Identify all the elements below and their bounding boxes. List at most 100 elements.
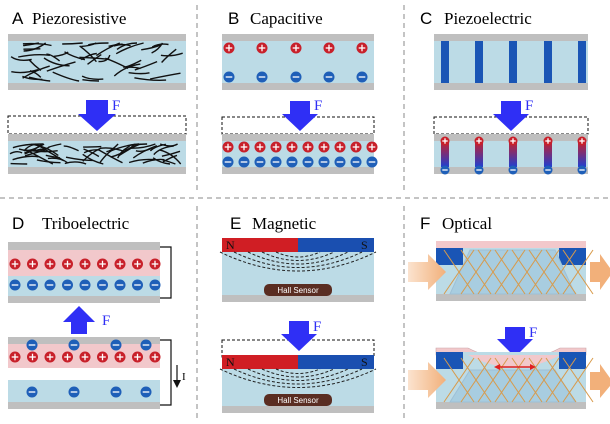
positive-charge: [286, 141, 298, 153]
fiber: [63, 145, 79, 152]
force-arrow: F: [493, 98, 533, 131]
tribo-contact-state: [8, 242, 172, 303]
fiber: [106, 143, 119, 153]
light-ray: [443, 357, 475, 403]
positive-charge: [543, 136, 553, 146]
negative-charge: [26, 339, 38, 351]
positive-charge: [323, 42, 335, 54]
compressed-fibers: [9, 143, 182, 165]
panel-letter: E: [230, 214, 241, 233]
capacitor-top: [222, 34, 374, 90]
fiber: [135, 147, 154, 153]
light-ray: [494, 357, 526, 403]
negative-charge: [334, 156, 346, 168]
positive-charge: [223, 42, 235, 54]
positive-charge: [474, 136, 484, 146]
fiber: [65, 156, 93, 162]
negative-charge: [440, 165, 450, 175]
light-ray: [494, 249, 526, 295]
magnet-south: [298, 355, 374, 369]
positive-charge: [440, 136, 450, 146]
fiber: [12, 155, 39, 161]
negative-charge: [508, 165, 518, 175]
fiber: [83, 149, 99, 154]
force-label: F: [313, 319, 321, 335]
fiber: [98, 54, 111, 63]
fiber: [123, 59, 142, 68]
negative-charge: [254, 156, 266, 168]
fiber: [149, 72, 181, 80]
positive-charge: [577, 136, 587, 146]
field-line: [247, 368, 349, 381]
light-ray: [511, 249, 543, 295]
field-line: [233, 251, 363, 268]
fiber: [48, 143, 62, 148]
positive-charge: [290, 42, 302, 54]
fiber: [81, 75, 104, 80]
fiber: [117, 145, 131, 159]
fiber: [79, 56, 110, 60]
fiber: [113, 63, 141, 77]
light-ray: [460, 249, 492, 295]
negative-charge: [256, 71, 268, 83]
fiber: [161, 48, 177, 63]
positive-charge: [9, 258, 21, 270]
nanowire-array-compressed: [434, 134, 588, 175]
north-label: N: [226, 355, 235, 369]
fiber: [142, 158, 165, 164]
light-ray: [511, 357, 543, 403]
positive-charge: [270, 141, 282, 153]
capacitor-compressed: [222, 134, 378, 174]
positive-charge: [62, 351, 73, 363]
fiber: [162, 154, 178, 163]
nanowire: [475, 41, 483, 83]
fiber: [82, 79, 100, 82]
panel-optical: F Optical F: [408, 214, 610, 409]
negative-charge: [238, 156, 250, 168]
negative-charge: [68, 339, 80, 351]
polarized-nanowire: [509, 141, 517, 167]
negative-charge: [110, 386, 122, 398]
negative-charge: [222, 156, 234, 168]
fiber: [36, 159, 61, 164]
fiber: [62, 42, 83, 45]
fiber: [47, 157, 68, 164]
fiber: [152, 157, 171, 165]
field-line: [247, 251, 349, 265]
negative-charge: [79, 279, 91, 291]
negative-charge: [270, 156, 282, 168]
positive-charge: [114, 351, 126, 363]
fiber: [22, 42, 52, 47]
panel-letter: C: [420, 9, 432, 28]
fiber: [23, 42, 40, 47]
fiber: [110, 143, 136, 158]
light-ray: [477, 249, 509, 295]
negative-charge: [290, 71, 302, 83]
light-ray: [528, 357, 560, 403]
layer-stack-top: [8, 34, 186, 90]
fiber: [108, 43, 123, 47]
panel-title: Triboelectric: [42, 214, 130, 233]
negative-charge: [68, 386, 80, 398]
negative-charge: [286, 156, 298, 168]
panel-letter: A: [12, 9, 24, 28]
tribo-separated-state: I: [8, 337, 186, 409]
positive-charge: [97, 258, 108, 270]
negative-charge: [356, 71, 368, 83]
magnet-north: [222, 355, 298, 369]
fiber: [64, 51, 86, 61]
positive-charge: [79, 258, 91, 270]
light-in-arrow: [408, 362, 446, 398]
fiber: [115, 42, 144, 55]
positive-charge: [356, 42, 368, 54]
light-in-arrow: [408, 254, 446, 290]
field-line: [261, 368, 335, 378]
light-ray: [460, 357, 492, 403]
light-ray: [443, 249, 475, 295]
fiber: [24, 143, 43, 155]
fiber: [10, 56, 32, 61]
negative-charge: [577, 165, 587, 175]
magnet-assembly-pressed: N S Hall Sensor: [219, 355, 377, 413]
negative-charge: [140, 339, 152, 351]
